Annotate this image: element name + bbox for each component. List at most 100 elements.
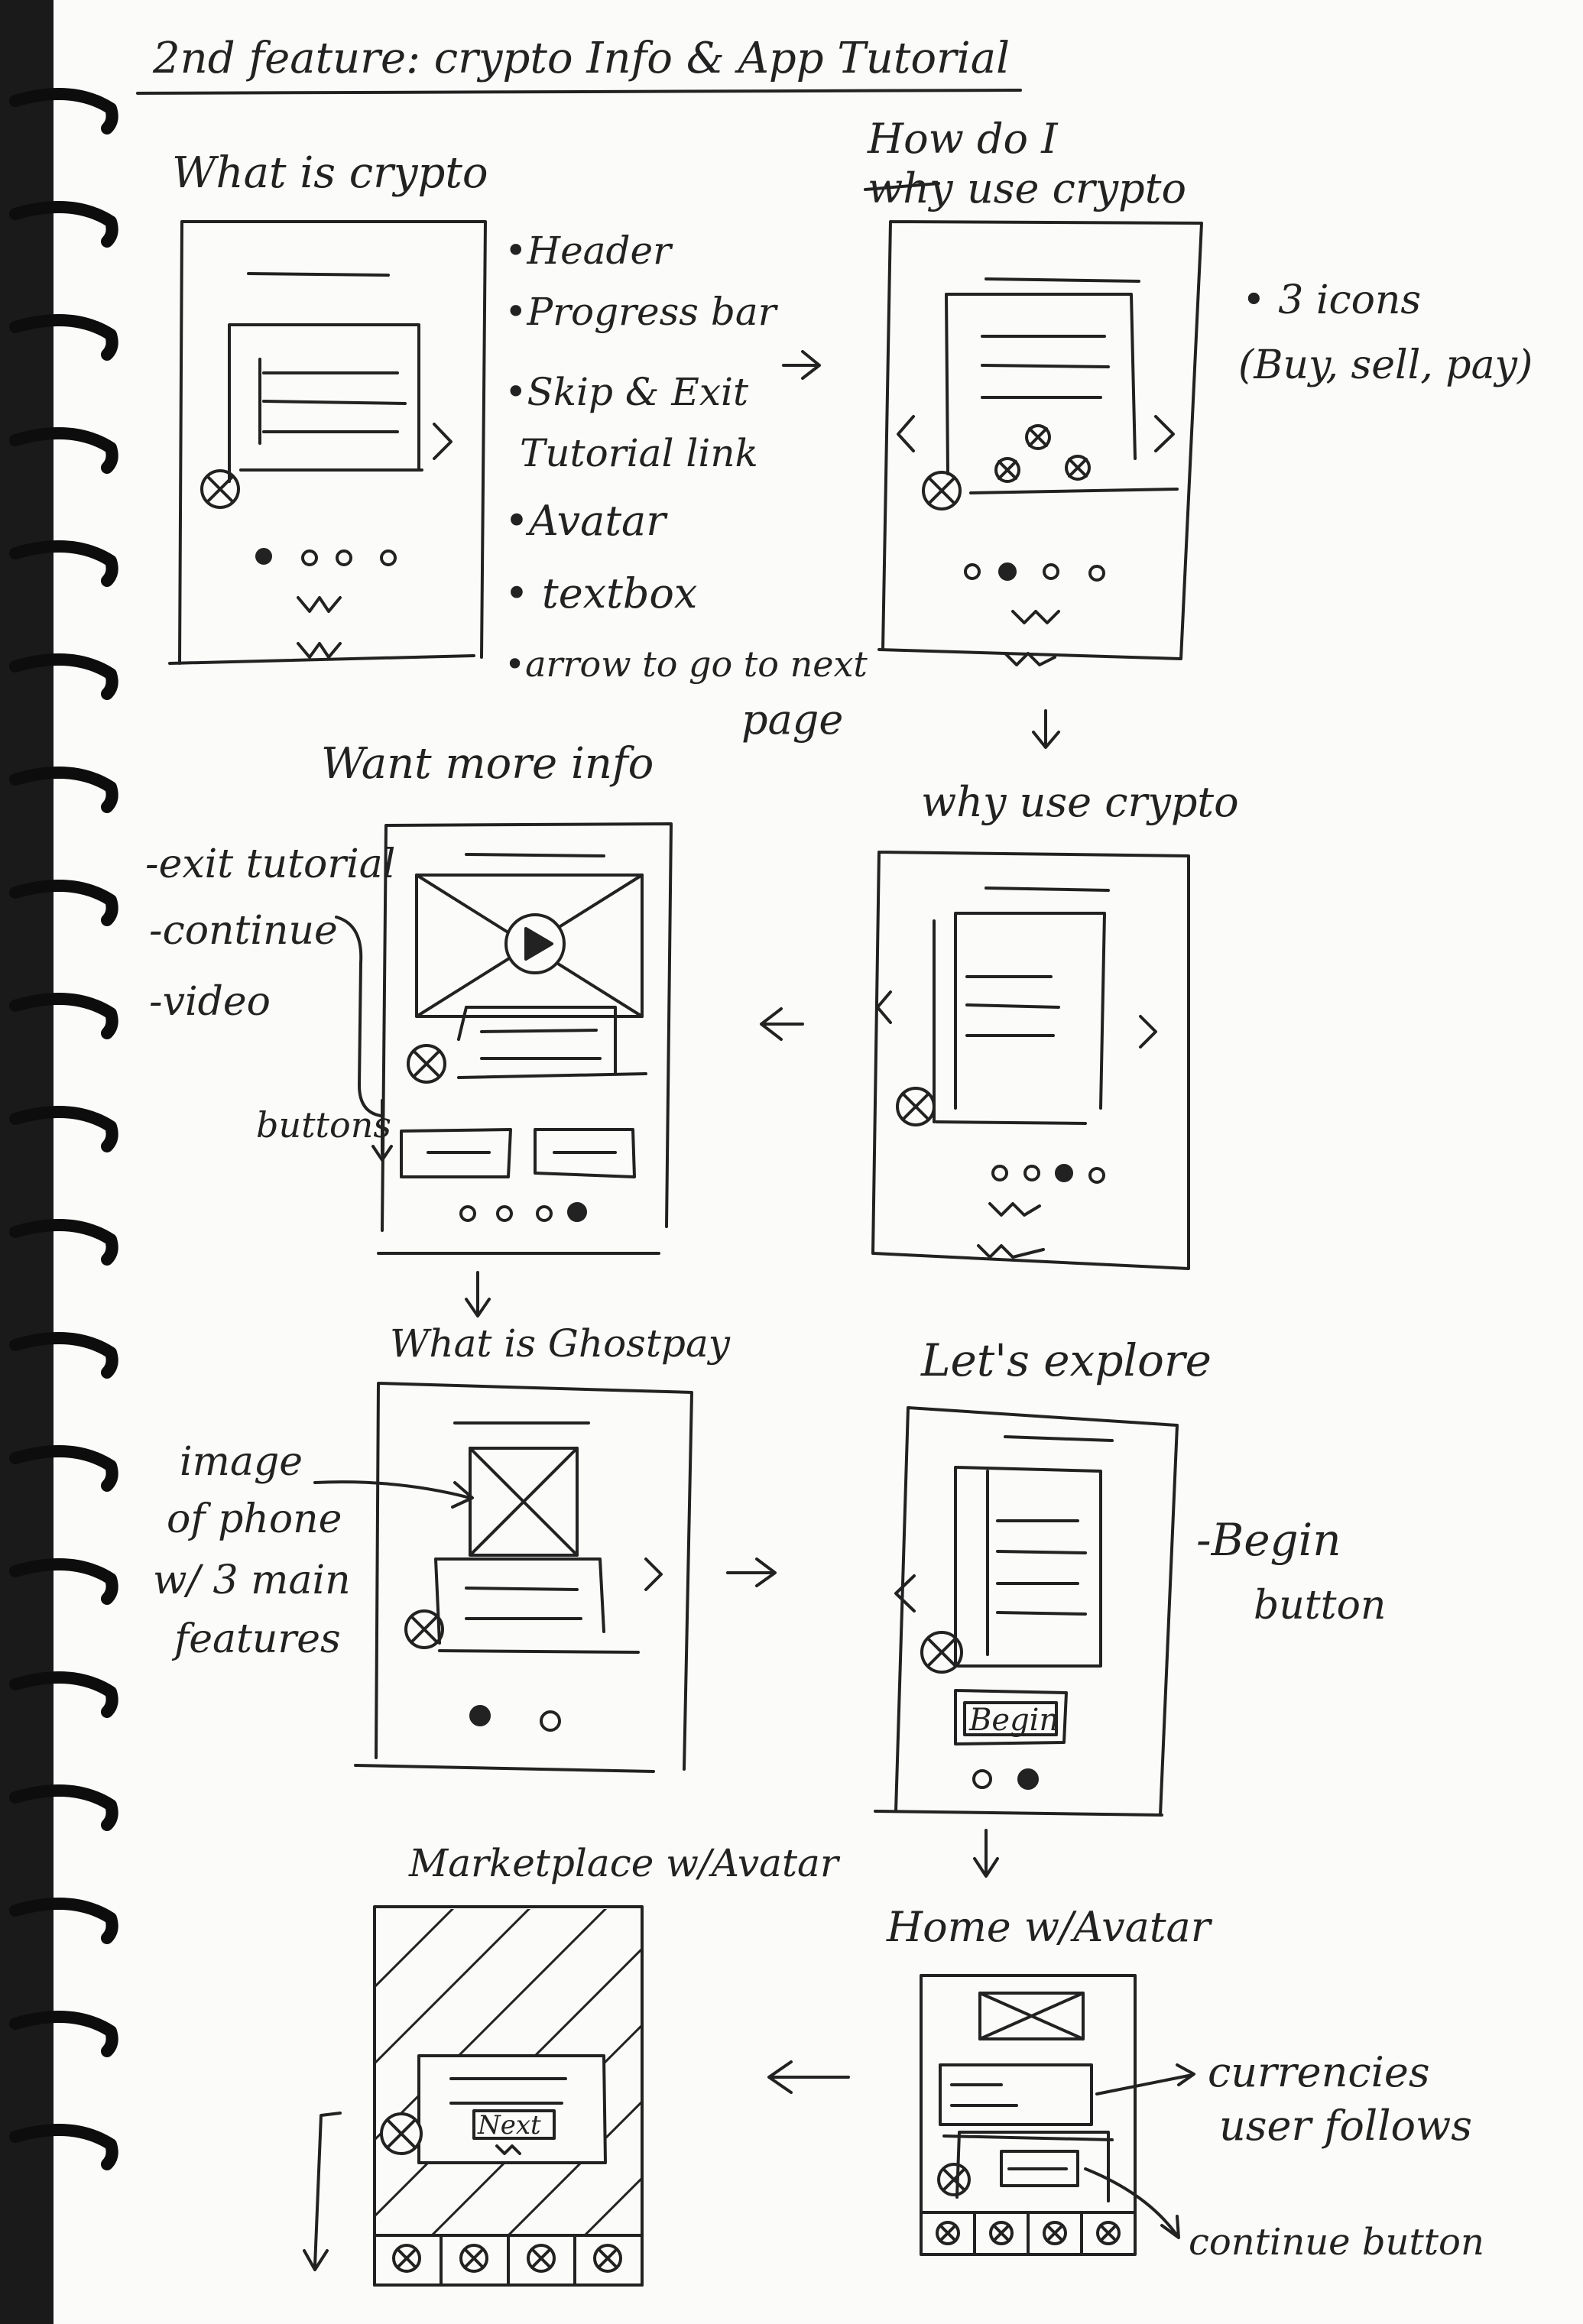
tab-icon[interactable] — [936, 2221, 960, 2245]
phone-frame — [354, 1382, 693, 1773]
binding-coil — [9, 1671, 118, 1718]
note-line: -continue — [149, 908, 338, 954]
binding-coil — [9, 540, 118, 587]
phone-frame — [920, 1974, 1137, 2256]
next-arrow-icon — [644, 1557, 663, 1591]
header-line — [247, 272, 390, 277]
play-icon — [504, 913, 566, 974]
sell-icon — [1025, 424, 1051, 450]
tab-icon[interactable] — [1043, 2221, 1067, 2245]
progress-dots — [991, 1164, 1105, 1184]
page-title: 2nd feature: crypto Info & App Tutorial — [152, 34, 1010, 83]
next-button-label: Next — [477, 2110, 541, 2141]
next-button[interactable]: Next — [472, 2109, 556, 2141]
skip-link-squiggle — [988, 1202, 1041, 1217]
screen-label: Home w/Avatar — [886, 1903, 1213, 1951]
currencies-card — [939, 2063, 1093, 2126]
binding-coil — [9, 2011, 118, 2057]
avatar-icon — [920, 1631, 963, 1674]
screen-lets-explore: Let's explore Begin — [874, 1334, 1212, 1817]
avatar-icon — [922, 471, 962, 511]
next-arrow-icon — [433, 423, 453, 460]
binding-coil — [9, 88, 118, 135]
note-line: continue button — [1189, 2221, 1484, 2264]
screen-label-line2: use crypto — [967, 164, 1186, 212]
text-card — [954, 912, 1106, 1110]
next-arrow-icon — [1154, 415, 1175, 452]
buy-icon — [994, 457, 1020, 483]
text-card — [434, 1557, 605, 1645]
tab-icon[interactable] — [593, 2244, 622, 2273]
exit-tutorial-button[interactable] — [400, 1128, 512, 1178]
skip-link-squiggle — [297, 596, 342, 613]
progress-dots — [469, 1705, 561, 1732]
pointer-arrow — [313, 1480, 474, 1509]
component-list: •Header •Progress bar •Skip & Exit Tutor… — [504, 229, 868, 744]
back-arrow-icon — [894, 1574, 916, 1613]
phone-image-placeholder — [469, 1447, 579, 1557]
progress-dots — [972, 1768, 1039, 1790]
binding-coil — [9, 1332, 118, 1379]
tab-bar — [936, 2211, 1121, 2256]
next-arrow-icon — [1139, 1015, 1157, 1049]
progress-dots — [459, 1202, 587, 1222]
avatar-icon — [937, 2163, 971, 2196]
text-card — [954, 1466, 1102, 1668]
note-line: •Avatar — [504, 497, 668, 545]
screen-label: Let's explore — [920, 1334, 1212, 1386]
header-line — [1004, 1435, 1114, 1442]
binding-coil — [9, 201, 118, 248]
tab-icon[interactable] — [1096, 2221, 1121, 2245]
screen-home-with-avatar: Home w/Avatar — [886, 1903, 1213, 2256]
flow-arrow-left — [760, 1007, 804, 1041]
pointer-arrow — [1095, 2063, 1195, 2095]
begin-button-label: Begin — [968, 1703, 1059, 1738]
note-line: image — [180, 1439, 303, 1485]
header-line — [465, 853, 605, 857]
binding-coil — [9, 653, 118, 700]
binding-coil — [9, 1219, 118, 1266]
binding-coil — [9, 2124, 118, 2170]
binding-coil — [9, 1784, 118, 1831]
flow-arrow-right — [726, 1557, 777, 1587]
flow-arrow-right — [782, 350, 821, 380]
tab-icon[interactable] — [989, 2221, 1014, 2245]
note-line: Tutorial link — [520, 431, 758, 475]
screen-marketplace-with-avatar: Marketplace w/Avatar Next — [303, 1841, 841, 2287]
continue-button[interactable] — [534, 1128, 636, 1178]
screen-what-is-crypto: What is crypto — [168, 148, 488, 665]
scroll-indicator — [303, 2112, 342, 2271]
screen-how-do-i-use-crypto: How do I why use crypto — [864, 115, 1203, 666]
flow-arrow-down — [973, 1829, 999, 1878]
begin-button[interactable]: Begin — [954, 1689, 1068, 1745]
note-line: page — [741, 695, 843, 744]
note-line: w/ 3 main — [153, 1557, 351, 1603]
progress-dots — [964, 562, 1105, 582]
binding-coil — [9, 880, 118, 926]
binding-coil — [9, 1445, 118, 1492]
ghostpay-note: image of phone w/ 3 main features — [153, 1439, 351, 1662]
tab-icon[interactable] — [527, 2244, 556, 2273]
phone-frame — [871, 851, 1190, 1270]
screen-want-more-info: Want more info — [321, 739, 673, 1255]
tab-icon[interactable] — [459, 2244, 488, 2273]
phone-frame — [874, 1406, 1179, 1817]
avatar-icon — [200, 469, 240, 509]
binding-coil — [9, 314, 118, 361]
title-underline — [136, 89, 1022, 95]
note-line: •Skip & Exit — [504, 370, 749, 414]
binding-coil — [9, 1898, 118, 1944]
note-line: user follows — [1219, 2102, 1472, 2150]
binding-coil — [9, 1106, 118, 1152]
continue-button[interactable] — [1000, 2150, 1079, 2187]
note-line: •Progress bar — [504, 290, 779, 334]
progress-dots — [255, 548, 397, 566]
note-line: -exit tutorial — [145, 841, 395, 887]
binding-coil — [9, 427, 118, 474]
text-card — [457, 1006, 617, 1075]
avatar-icon — [404, 1609, 444, 1649]
tab-icon[interactable] — [392, 2244, 421, 2273]
note-line: •Header — [504, 229, 673, 273]
screen-what-is-ghostpay: What is Ghostpay — [354, 1321, 731, 1773]
